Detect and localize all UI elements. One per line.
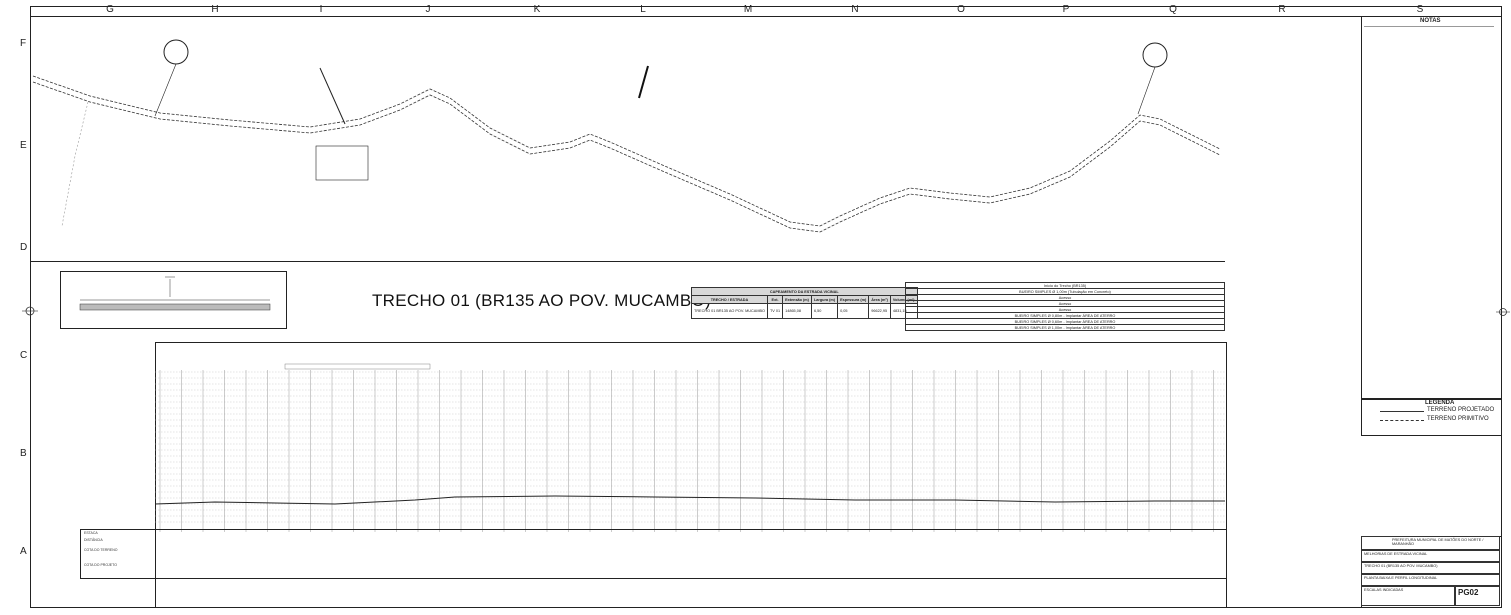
tb-scale: ESCALAS INDICADAS [1361, 586, 1455, 606]
tb-project: MELHORIAS DE ESTRADA VICINAL [1361, 550, 1500, 562]
tb-sheet-title: TRECHO 01 (BR135 AO POV. MUCAMBO) [1361, 562, 1500, 574]
plan-view-drawing [32, 39, 1221, 233]
quantities-col-header: Largura (m) [810, 295, 839, 304]
profile-data-table [80, 529, 1227, 579]
quantities-cell: 96622,95 [868, 303, 891, 319]
quantities-cell: 0,05 [837, 303, 870, 319]
detail-callout-left [163, 39, 189, 65]
column-letter-h: H [211, 4, 219, 15]
quantities-table-header: CAPEAMENTO DA ESTRADA VICINAL [691, 287, 918, 296]
legend-item: TERRENO PROJETADO [1427, 407, 1495, 413]
profile-panel [155, 342, 1227, 608]
road-alignment-lower [32, 81, 1221, 233]
profile-row-label: COTA DO PROJETO [84, 563, 117, 567]
typical-section-box [60, 271, 287, 329]
notes-text [1364, 26, 1494, 37]
plan-view-panel [30, 16, 1225, 262]
column-letter-k: K [533, 4, 541, 15]
notes-panel [1361, 16, 1502, 400]
right-margin-marker [1496, 308, 1510, 316]
column-letter-i: I [319, 4, 323, 15]
crossing-note-box [315, 145, 369, 181]
leader-line-crossing [319, 67, 346, 125]
quantities-cell: TV 01 [766, 303, 784, 319]
quantities-cell: 6,50 [810, 303, 839, 319]
quantities-col-header: TRECHO / ESTRADA [691, 295, 768, 304]
column-letter-j: J [425, 4, 431, 15]
road-alignment-upper [32, 75, 1221, 227]
top-grid-band [30, 6, 1502, 17]
profile-annotation-box [284, 363, 431, 370]
profile-grid [155, 363, 1225, 532]
terrain-profile-line [155, 495, 1225, 505]
detail-callout-left-leader [154, 63, 177, 117]
profile-row-label: ESTACA [84, 531, 98, 535]
legend-title: LEGENDA [1425, 400, 1455, 406]
column-letter-l: L [640, 4, 646, 15]
column-letter-m: M [743, 4, 753, 15]
column-letter-g: G [106, 4, 114, 15]
quantities-col-header: Espessura (m) [837, 295, 870, 304]
column-letter-r: R [1278, 4, 1286, 15]
north-arrow [638, 65, 649, 99]
row-letter-e: E [20, 140, 27, 151]
tb-sheet-code: PG02 [1455, 586, 1500, 606]
tb-content: PLANTA BAIXA E PERFIL LONGITUDINAL [1361, 574, 1500, 586]
legend-panel [1361, 398, 1502, 436]
quantities-cell: TRECHO 01 BR135 AO POV. MUCAMBO [691, 303, 768, 319]
quantities-col-header: Área (m²) [868, 295, 891, 304]
section-title: TRECHO 01 (BR135 AO POV. MUCAMBO) [372, 291, 711, 310]
notes-title: NOTAS [1420, 18, 1441, 24]
drainage-cell: BUEIRO SIMPLES Ø 1,00m - Implantar ÁREA … [905, 324, 1225, 331]
detail-callout-right-leader [1137, 66, 1156, 115]
column-letter-q: Q [1169, 4, 1177, 15]
drainage-table: Início do Trecho (BR135)BUEIRO SIMPLES Ø… [905, 282, 1225, 331]
column-letter-n: N [851, 4, 859, 15]
row-letter-d: D [20, 242, 28, 253]
quantities-cell: 14865,08 [782, 303, 812, 319]
drainage-table-row: BUEIRO SIMPLES Ø 1,00m - Implantar ÁREA … [905, 324, 1225, 331]
column-letter-o: O [957, 4, 965, 15]
typical-section-drawing [79, 276, 271, 311]
access-road-left [61, 101, 89, 227]
row-letter-c: C [20, 350, 28, 361]
legend-swatch [1380, 411, 1424, 412]
legend-item: TERRENO PRIMITIVO [1427, 416, 1489, 422]
profile-row-label: DISTÂNCIA [84, 538, 103, 542]
legend-swatch [1380, 420, 1424, 421]
column-letter-s: S [1416, 4, 1424, 15]
column-letter-p: P [1062, 4, 1070, 15]
quantities-col-header: Ext. [766, 295, 784, 304]
quantities-table: CAPEAMENTO DA ESTRADA VICINAL TRECHO / E… [691, 287, 918, 319]
row-letter-f: F [20, 38, 27, 49]
quantities-col-header: Extensão (m) [782, 295, 812, 304]
left-margin-marker [22, 306, 38, 316]
profile-row-label: COTA DO TERRENO [84, 548, 118, 552]
tb-client: PREFEITURA MUNICIPAL DE MATÕES DO NORTE … [1361, 536, 1500, 550]
row-letter-a: A [20, 546, 27, 557]
row-letter-b: B [20, 448, 27, 459]
detail-callout-right [1142, 42, 1168, 68]
